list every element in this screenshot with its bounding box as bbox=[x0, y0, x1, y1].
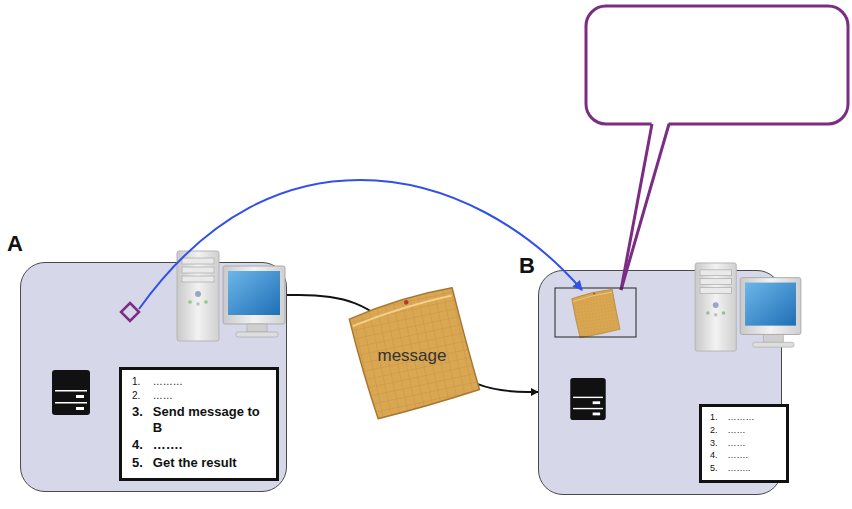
step-text: ……… bbox=[728, 412, 780, 423]
system-region: 1. ……… 2. …… 3. Send message to B 4. ……. 5. Get t… bbox=[20, 262, 287, 492]
storage-icon bbox=[570, 378, 605, 420]
step-number: 5. bbox=[710, 463, 718, 474]
received-message bbox=[555, 288, 636, 338]
reference-arrow bbox=[139, 180, 582, 309]
computer-icon bbox=[177, 251, 285, 341]
drawing-part bbox=[586, 6, 848, 124]
step-number: 1. bbox=[132, 376, 143, 388]
step-number: 3. bbox=[710, 438, 718, 449]
system-region: 1.………2.……3.……4.…….5.……..B bbox=[538, 270, 782, 495]
step-text: …… bbox=[728, 438, 780, 449]
step-text: Get the result bbox=[153, 455, 268, 471]
connector-label: message bbox=[378, 346, 447, 366]
step-text: Send message to B bbox=[153, 404, 268, 435]
drawing-part bbox=[555, 288, 636, 337]
reference-diamond bbox=[121, 303, 139, 321]
step-text: …… bbox=[728, 425, 780, 436]
computer-icon bbox=[695, 263, 801, 351]
message-envelope bbox=[347, 286, 481, 420]
step-number: 3. bbox=[132, 404, 143, 420]
step-text: ……… bbox=[153, 376, 268, 388]
step-number: 2. bbox=[132, 390, 143, 402]
step-text: ……. bbox=[728, 450, 780, 461]
step-text: ……. bbox=[153, 437, 268, 453]
drawing-part bbox=[571, 289, 620, 338]
step-number: 1. bbox=[710, 412, 718, 423]
step-text: …….. bbox=[728, 463, 780, 474]
region-label: A bbox=[7, 233, 23, 255]
drawing-part bbox=[621, 121, 669, 290]
message-connector bbox=[287, 295, 538, 392]
step-number: 4. bbox=[132, 437, 143, 453]
step-list: 1. ……… 2. …… 3. Send message to B 4. ……. 5. Get t… bbox=[119, 367, 279, 481]
step-number: 4. bbox=[710, 450, 718, 461]
step-number: 2. bbox=[710, 425, 718, 436]
step-number: 5. bbox=[132, 455, 143, 471]
step-text: …… bbox=[153, 390, 268, 402]
region-label: B bbox=[519, 255, 535, 277]
storage-icon bbox=[52, 370, 90, 415]
drawing-part bbox=[347, 286, 481, 420]
step-list: 1. ……… 2. …… 3. …… 4. ……. 5. …….. bbox=[699, 404, 789, 483]
drawing-part bbox=[621, 124, 652, 290]
drawing-part bbox=[621, 124, 669, 290]
callout-bubble bbox=[586, 6, 848, 290]
